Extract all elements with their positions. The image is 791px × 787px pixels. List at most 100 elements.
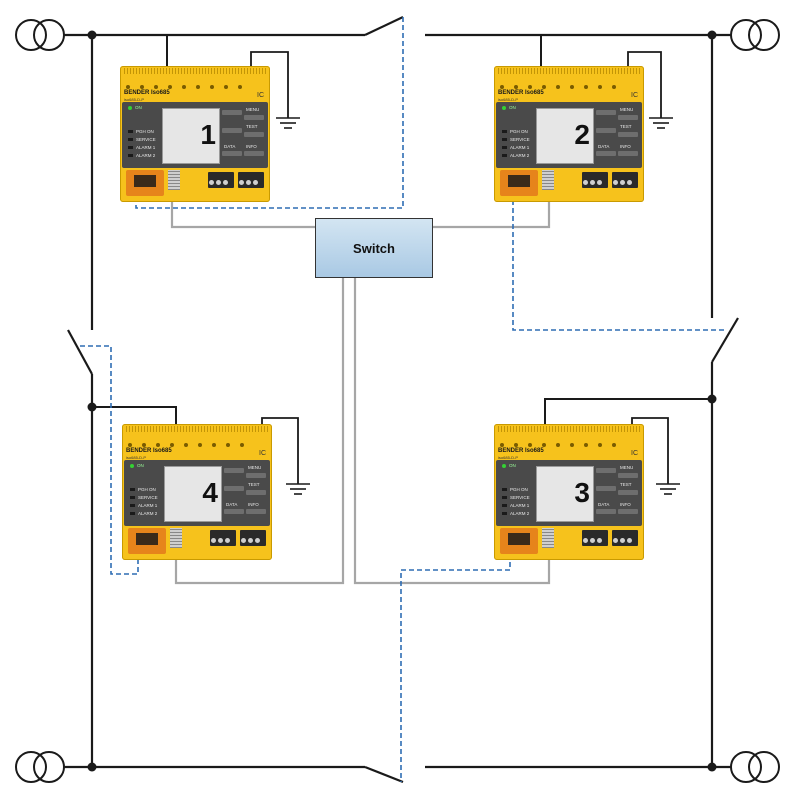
info-key-label: INFO bbox=[248, 502, 259, 507]
data-key[interactable] bbox=[596, 509, 616, 514]
device-keypad: MENU TEST DATA INFO bbox=[224, 464, 268, 522]
device-connectors bbox=[496, 170, 642, 200]
led-pgh-on: PGH ON bbox=[502, 486, 530, 494]
test-key-right[interactable] bbox=[618, 490, 638, 495]
transformer-top-left-coil-b bbox=[33, 19, 65, 51]
data-key[interactable] bbox=[224, 509, 244, 514]
test-key-right[interactable] bbox=[246, 490, 266, 495]
test-key-right[interactable] bbox=[618, 132, 638, 137]
test-key[interactable] bbox=[596, 128, 616, 133]
menu-key-right[interactable] bbox=[618, 473, 638, 478]
ground-lead-device-3 bbox=[631, 417, 669, 484]
menu-key[interactable] bbox=[596, 468, 616, 473]
device-terminal-screws bbox=[500, 76, 636, 89]
tap-device-4 bbox=[92, 406, 177, 426]
terminal-block-b bbox=[612, 172, 638, 188]
junction-top-left bbox=[87, 30, 97, 40]
device-vent-rail bbox=[126, 426, 268, 432]
led-alarm-1: ALARM 1 bbox=[128, 144, 156, 152]
menu-key-right[interactable] bbox=[618, 115, 638, 120]
insulation-monitor-device-1: BENDER Iso685 iso685-D-P IC ON PGH ON SE… bbox=[120, 66, 270, 202]
ethernet-cable-device-3 bbox=[353, 278, 551, 585]
device-vent-rail bbox=[498, 68, 640, 74]
device-brand: BENDER Iso685 bbox=[498, 90, 544, 96]
data-key-label: DATA bbox=[598, 144, 610, 149]
device-connectors bbox=[496, 528, 642, 558]
junction-tap-device-4 bbox=[87, 402, 97, 412]
switch-label: Switch bbox=[353, 240, 395, 256]
transformer-bottom-left-coil-a bbox=[15, 751, 47, 783]
ethernet-port bbox=[542, 528, 554, 548]
menu-key[interactable] bbox=[596, 110, 616, 115]
test-key[interactable] bbox=[222, 128, 242, 133]
led-list: PGH ON SERVICE ALARM 1 ALARM 2 bbox=[128, 128, 156, 160]
led-pgh-on: PGH ON bbox=[130, 486, 158, 494]
transformer-top-left-coil-a bbox=[15, 19, 47, 51]
menu-key-label: MENU bbox=[620, 107, 634, 112]
device-model: iso685-D-P bbox=[498, 455, 519, 460]
control-line-device-3 bbox=[400, 546, 511, 782]
info-key-label: INFO bbox=[620, 144, 631, 149]
device-brand: BENDER Iso685 bbox=[124, 90, 170, 96]
terminal-block-a bbox=[582, 172, 608, 188]
ethernet-port bbox=[170, 528, 182, 548]
menu-key-right[interactable] bbox=[244, 115, 264, 120]
led-service: SERVICE bbox=[502, 136, 530, 144]
terminal-block-b bbox=[238, 172, 264, 188]
menu-key[interactable] bbox=[224, 468, 244, 473]
ethernet-port bbox=[542, 170, 554, 190]
junction-tap-device-3 bbox=[707, 394, 717, 404]
info-key[interactable] bbox=[244, 151, 264, 156]
junction-bottom-right bbox=[707, 762, 717, 772]
menu-key[interactable] bbox=[222, 110, 242, 115]
device-model: iso685-D-P bbox=[498, 97, 519, 102]
test-key[interactable] bbox=[224, 486, 244, 491]
terminal-block-a bbox=[210, 530, 236, 546]
test-key-label: TEST bbox=[246, 124, 258, 129]
network-switch: Switch bbox=[315, 218, 433, 278]
data-key[interactable] bbox=[222, 151, 242, 156]
device-front-panel: ON PGH ON SERVICE ALARM 1 ALARM 2 2 MENU… bbox=[496, 102, 642, 168]
test-key-right[interactable] bbox=[244, 132, 264, 137]
terminal-block-a bbox=[208, 172, 234, 188]
device-vent-rail bbox=[124, 68, 266, 74]
transformer-top-right-coil-a bbox=[730, 19, 762, 51]
device-display: 4 bbox=[164, 466, 222, 522]
breaker-right bbox=[711, 317, 739, 363]
info-key-label: INFO bbox=[620, 502, 631, 507]
device-vent-rail bbox=[498, 426, 640, 432]
info-key[interactable] bbox=[618, 509, 638, 514]
led-alarm-1: ALARM 1 bbox=[502, 502, 530, 510]
info-key[interactable] bbox=[246, 509, 266, 514]
device-terminal-screws bbox=[500, 434, 636, 447]
device-number: 3 bbox=[574, 477, 590, 508]
data-key-label: DATA bbox=[224, 144, 236, 149]
led-alarm-2: ALARM 2 bbox=[130, 510, 158, 518]
device-brand: BENDER Iso685 bbox=[498, 448, 544, 454]
device-terminal-screws bbox=[128, 434, 264, 447]
bus-connector bbox=[126, 170, 164, 196]
test-key[interactable] bbox=[596, 486, 616, 491]
ground-lead-device-1 bbox=[250, 51, 289, 118]
device-tag: IC bbox=[631, 92, 638, 99]
insulation-monitor-device-2: BENDER Iso685 iso685-D-P IC ON PGH ON SE… bbox=[494, 66, 644, 202]
led-service: SERVICE bbox=[130, 494, 158, 502]
device-model: iso685-D-P bbox=[124, 97, 145, 102]
led-pgh-on: PGH ON bbox=[502, 128, 530, 136]
terminal-block-b bbox=[612, 530, 638, 546]
menu-key-right[interactable] bbox=[246, 473, 266, 478]
on-led: ON bbox=[502, 463, 516, 468]
info-key[interactable] bbox=[618, 151, 638, 156]
transformer-top-right-coil-b bbox=[748, 19, 780, 51]
led-service: SERVICE bbox=[502, 494, 530, 502]
data-key[interactable] bbox=[596, 151, 616, 156]
data-key-label: DATA bbox=[598, 502, 610, 507]
on-led: ON bbox=[130, 463, 144, 468]
led-alarm-2: ALARM 2 bbox=[502, 152, 530, 160]
device-front-panel: ON PGH ON SERVICE ALARM 1 ALARM 2 4 MENU… bbox=[124, 460, 270, 526]
device-display: 2 bbox=[536, 108, 594, 164]
insulation-monitor-device-3: BENDER Iso685 iso685-D-P IC ON PGH ON SE… bbox=[494, 424, 644, 560]
device-front-panel: ON PGH ON SERVICE ALARM 1 ALARM 2 1 MENU… bbox=[122, 102, 268, 168]
menu-key-label: MENU bbox=[620, 465, 634, 470]
